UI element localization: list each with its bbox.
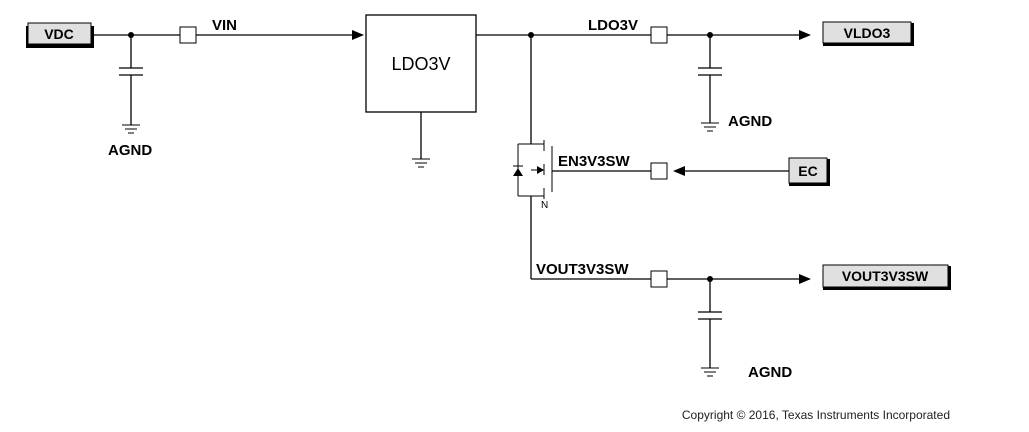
port-vdc-label: VDC: [44, 26, 74, 42]
arrow-to-ldo: [352, 30, 364, 40]
test-point-vin: [179, 26, 197, 44]
capacitor-vout3v3sw: [698, 279, 722, 368]
ldo3v-block-label: LDO3V: [391, 54, 450, 74]
net-label-en3v3sw: EN3V3SW: [558, 153, 631, 170]
ground-symbol-left: [122, 124, 140, 134]
ground-symbol-ldo: [412, 158, 430, 168]
port-ec: EC: [788, 157, 830, 186]
arrow-to-vout3v3sw: [799, 274, 811, 284]
mosfet-type-label: N: [541, 200, 548, 211]
port-vldo3-label: VLDO3: [844, 25, 891, 41]
copyright-text: Copyright © 2016, Texas Instruments Inco…: [682, 408, 950, 422]
net-label-ldo3v: LDO3V: [588, 17, 638, 34]
ground-label-right-bottom: AGND: [748, 364, 792, 381]
ground-symbol-right-top: [701, 122, 719, 132]
capacitor-vdc: [119, 35, 143, 125]
test-point-ldo3v: [650, 26, 668, 44]
ground-label-right-top: AGND: [728, 113, 772, 130]
net-label-vout3v3sw: VOUT3V3SW: [536, 261, 629, 278]
ground-label-left: AGND: [108, 142, 152, 159]
arrow-to-vldo3: [799, 30, 811, 40]
test-point-vout3v3sw: [650, 270, 668, 288]
port-vout3v3sw-label: VOUT3V3SW: [842, 268, 929, 284]
port-vout3v3sw: VOUT3V3SW: [822, 264, 951, 290]
port-vldo3: VLDO3: [822, 21, 914, 46]
ldo3v-block: LDO3V: [365, 14, 477, 113]
test-point-en3v3sw: [650, 162, 668, 180]
port-vdc: VDC: [26, 22, 94, 48]
capacitor-vldo3: [698, 35, 722, 123]
port-ec-label: EC: [798, 163, 817, 179]
net-label-vin: VIN: [212, 17, 237, 34]
n-mosfet: N: [513, 140, 553, 211]
arrow-to-gate: [673, 166, 685, 176]
ground-symbol-right-bottom: [701, 367, 719, 377]
